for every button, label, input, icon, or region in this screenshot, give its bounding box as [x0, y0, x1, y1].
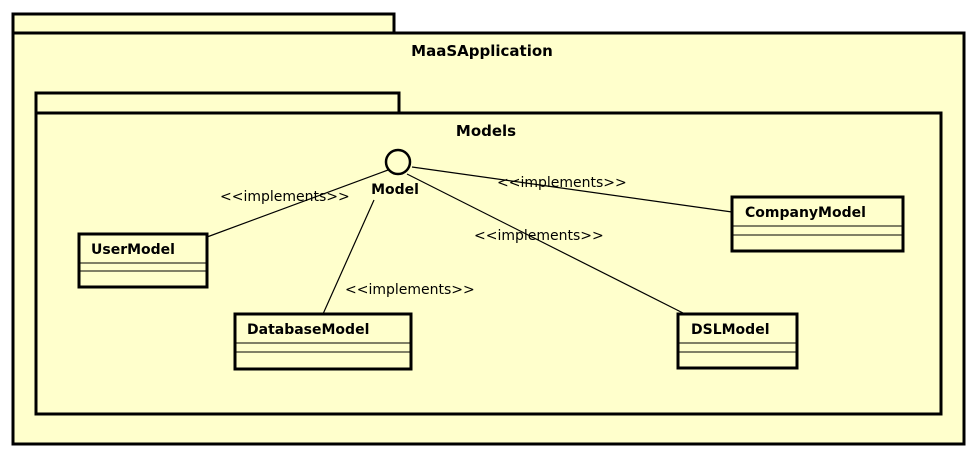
class-user-model-box [77, 232, 209, 289]
link-database-model [322, 199, 375, 315]
class-database-model[interactable]: DatabaseModel [233, 312, 413, 371]
class-dsl-model[interactable]: DSLModel [676, 312, 799, 370]
interface-model-circle [384, 148, 412, 176]
class-dsl-model-name: DSLModel [691, 322, 770, 338]
label-implements-dsl: <<implements>> [474, 228, 604, 244]
class-database-model-box [233, 312, 413, 371]
class-user-model-name: UserModel [91, 242, 175, 258]
link-company-model [411, 166, 733, 213]
link-dsl-model [406, 173, 686, 315]
label-implements-user: <<implements>> [220, 189, 350, 205]
class-database-model-name: DatabaseModel [247, 322, 369, 338]
package-models-title: Models [456, 122, 516, 140]
package-maasapplication-tab [11, 12, 396, 36]
class-dsl-model-box [676, 312, 799, 370]
package-models-tab [34, 91, 401, 116]
class-company-model-box [730, 195, 905, 253]
class-company-model[interactable]: CompanyModel [730, 195, 905, 253]
link-user-model [206, 169, 389, 238]
interface-model-name: Model [371, 182, 419, 198]
class-company-model-name: CompanyModel [745, 205, 866, 221]
package-maasapplication-title: MaaSApplication [411, 42, 553, 60]
interface-model[interactable]: Model [371, 148, 419, 198]
class-user-model[interactable]: UserModel [77, 232, 209, 289]
label-implements-company: <<implements>> [497, 175, 627, 191]
label-implements-database: <<implements>> [345, 282, 475, 298]
